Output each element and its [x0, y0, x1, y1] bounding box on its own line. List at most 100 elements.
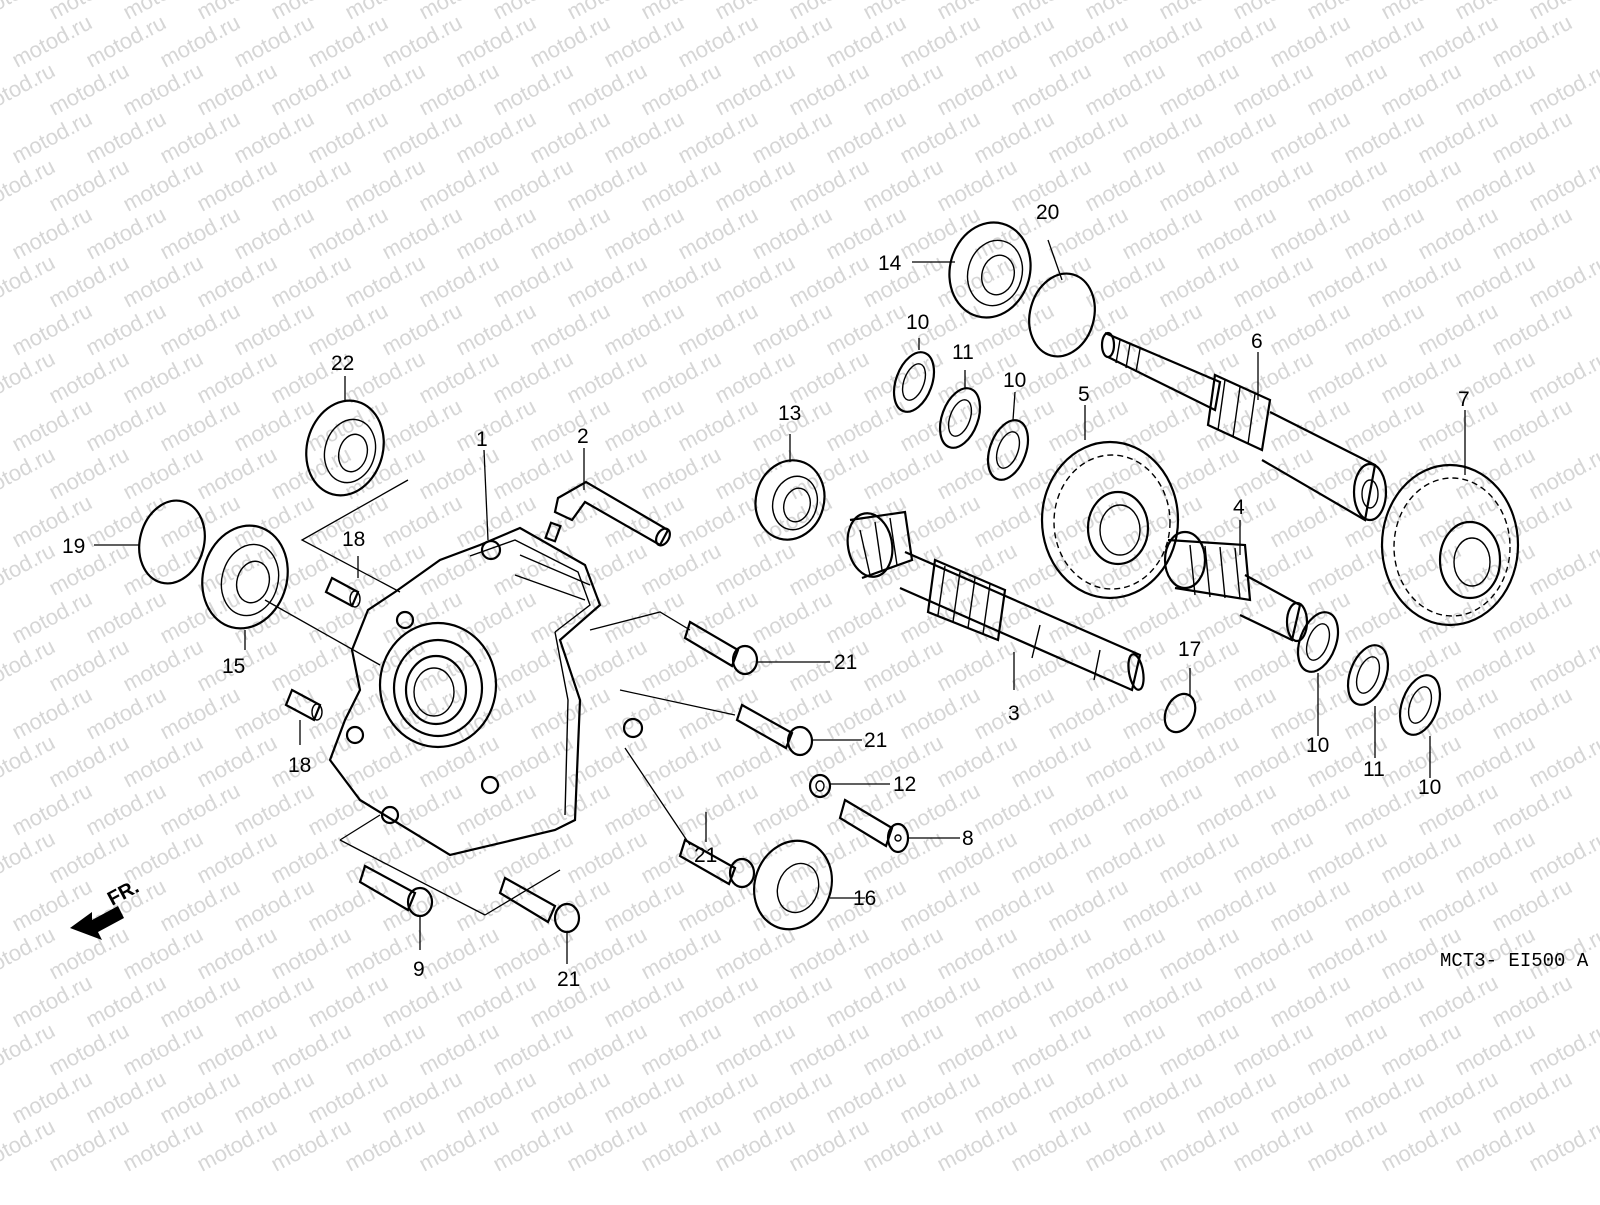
watermark-text: motod.ru [1007, 1018, 1095, 1081]
part-11-washer-b[interactable] [1340, 640, 1395, 711]
watermark-text: motod.ru [156, 682, 244, 745]
watermark-text: motod.ru [304, 10, 392, 73]
part-1-transmission-cover[interactable] [328, 521, 644, 857]
watermark-text: motod.ru [1488, 202, 1576, 265]
part-7-gear[interactable] [1380, 463, 1520, 627]
diagram-code: MCT3- EI500 A [1440, 950, 1589, 972]
part-18-dowel-pin-a[interactable] [324, 576, 361, 608]
watermark-text: motod.ru [1340, 298, 1428, 361]
watermark-text: motod.ru [933, 730, 1021, 793]
part-3-main-shaft[interactable] [843, 510, 1146, 692]
watermark-text: motod.ru [600, 682, 688, 745]
watermark-text: motod.ru [1414, 1066, 1502, 1129]
part-21-bolt-c[interactable] [678, 838, 756, 889]
part-16-oil-seal[interactable] [742, 830, 844, 941]
watermark-text: motod.ru [230, 106, 318, 169]
watermark-text: motod.ru [156, 586, 244, 649]
watermark-text: motod.ru [230, 394, 318, 457]
watermark-text: motod.ru [489, 250, 577, 313]
watermark-text: motod.ru [119, 730, 207, 793]
watermark-text: motod.ru [1488, 778, 1576, 841]
watermark-text: motod.ru [156, 106, 244, 169]
watermark-text: motod.ru [563, 346, 651, 409]
part-2-breather-tube[interactable] [553, 480, 673, 548]
callout-13: 13 [778, 402, 801, 425]
part-13-bearing[interactable] [747, 453, 833, 548]
watermark-text: motod.ru [489, 538, 577, 601]
watermark-text: motod.ru [1229, 1114, 1317, 1177]
part-18-dowel-pin-b[interactable] [284, 688, 323, 722]
watermark-text: motod.ru [82, 298, 170, 361]
watermark-text: motod.ru [859, 922, 947, 985]
part-17-circlip[interactable] [1159, 689, 1201, 737]
watermark-text: motod.ru [45, 250, 133, 313]
callout-18-b: 18 [288, 754, 311, 777]
watermark-text: motod.ru [1488, 682, 1576, 745]
part-22-bearing[interactable] [296, 392, 394, 504]
watermark-text: motod.ru [267, 922, 355, 985]
watermark-text: motod.ru [748, 586, 836, 649]
part-14-bearing[interactable] [939, 213, 1041, 326]
part-21-bolt-b[interactable] [735, 703, 814, 757]
part-5-gear[interactable] [1040, 440, 1180, 600]
watermark-text: motod.ru [82, 586, 170, 649]
watermark-text: motod.ru [304, 1066, 392, 1129]
part-10-washer-d[interactable] [1392, 670, 1447, 741]
watermark-text: motod.ru [600, 106, 688, 169]
watermark-text: motod.ru [1451, 58, 1539, 121]
watermark-text: motod.ru [637, 634, 725, 697]
watermark-text: motod.ru [1266, 298, 1354, 361]
part-10-washer-a[interactable] [886, 347, 941, 418]
watermark-text: motod.ru [489, 1018, 577, 1081]
callout-17: 17 [1178, 638, 1201, 661]
watermark-text: motod.ru [1266, 874, 1354, 937]
watermark-text: motod.ru [1340, 778, 1428, 841]
part-11-washer-a[interactable] [932, 383, 987, 454]
part-12-sealing-washer[interactable] [808, 773, 832, 799]
watermark-text: motod.ru [119, 346, 207, 409]
watermark-text: motod.ru [1229, 634, 1317, 697]
watermark-text: motod.ru [452, 586, 540, 649]
watermark-text: motod.ru [230, 682, 318, 745]
part-15-bearing[interactable] [191, 516, 299, 638]
watermark-text: motod.ru [45, 826, 133, 889]
watermark-text: motod.ru [637, 346, 725, 409]
watermark-text: motod.ru [785, 442, 873, 505]
part-10-washer-b[interactable] [980, 415, 1035, 486]
watermark-text: motod.ru [933, 442, 1021, 505]
watermark-text: motod.ru [711, 442, 799, 505]
watermark-text: motod.ru [785, 250, 873, 313]
watermark-text: motod.ru [119, 250, 207, 313]
watermark-text: motod.ru [415, 1018, 503, 1081]
watermark-text: motod.ru [563, 1018, 651, 1081]
watermark-text: motod.ru [1451, 1018, 1539, 1081]
callout-9: 9 [413, 958, 425, 981]
watermark-text: motod.ru [45, 58, 133, 121]
watermark-text: motod.ru [1414, 490, 1502, 553]
watermark-text: motod.ru [1377, 1114, 1465, 1177]
part-21-bolt-a[interactable] [683, 620, 759, 676]
watermark-text: motod.ru [1377, 250, 1465, 313]
part-4-countershaft-gear[interactable] [1163, 530, 1309, 643]
callout-21-a: 21 [834, 651, 857, 674]
watermark-text: motod.ru [896, 10, 984, 73]
callout-19: 19 [62, 535, 85, 558]
watermark-text: motod.ru [748, 106, 836, 169]
part-6-output-shaft[interactable] [1100, 331, 1388, 522]
watermark-text: motod.ru [1044, 778, 1132, 841]
watermark-text: motod.ru [304, 874, 392, 937]
part-10-washer-c[interactable] [1290, 607, 1345, 678]
watermark-text: motod.ru [748, 202, 836, 265]
watermark-text: motod.ru [489, 58, 577, 121]
watermark-text: motod.ru [1155, 826, 1243, 889]
watermark-text: motod.ru [193, 730, 281, 793]
part-20-snap-ring[interactable] [1020, 266, 1104, 364]
watermark-text: motod.ru [1266, 586, 1354, 649]
watermark-text: motod.ru [119, 922, 207, 985]
watermark-text: motod.ru [341, 1114, 429, 1177]
watermark-text: motod.ru [822, 298, 910, 361]
part-19-snap-ring[interactable] [130, 493, 214, 591]
watermark-text: motod.ru [637, 922, 725, 985]
